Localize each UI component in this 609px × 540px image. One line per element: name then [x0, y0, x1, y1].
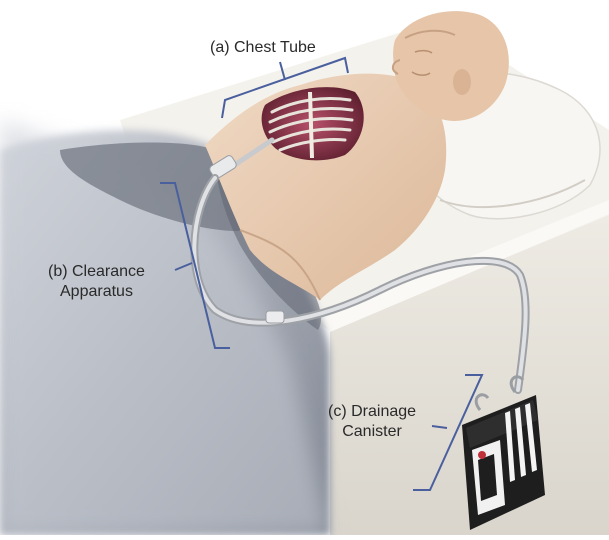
- clearance-line-2: Apparatus: [48, 282, 145, 302]
- canister-line-2: Canister: [328, 422, 416, 442]
- canister-line-1: (c) Drainage: [328, 402, 416, 422]
- label-chest-tube: (a) Chest Tube: [210, 38, 316, 58]
- label-clearance-apparatus: (b) Clearance Apparatus: [48, 262, 145, 302]
- label-drainage-canister: (c) Drainage Canister: [328, 402, 416, 442]
- clearance-line-1: (b) Clearance: [48, 262, 145, 282]
- chest-tube-text: (a) Chest Tube: [210, 39, 316, 56]
